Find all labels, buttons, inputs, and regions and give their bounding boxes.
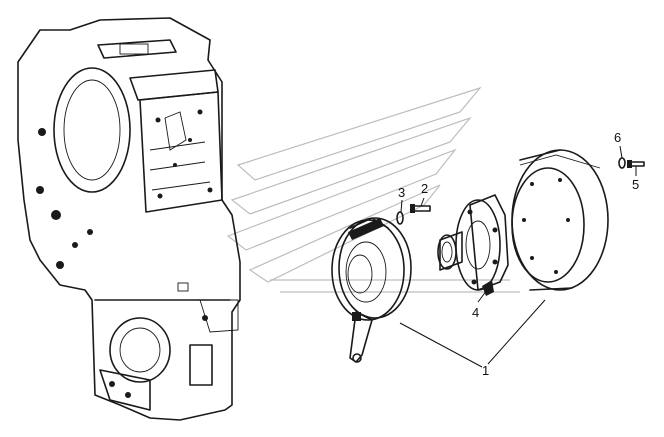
fastener-2-bolt	[410, 204, 431, 213]
callout-3: 3	[398, 185, 405, 200]
callout-2: 2	[421, 181, 428, 196]
gearbox-housing	[17, 17, 241, 421]
watermark-logo	[226, 86, 520, 293]
fastener-5-bolt	[627, 160, 645, 168]
fastener-6-washer	[618, 157, 626, 169]
brake-band-assembly	[331, 217, 412, 363]
hub-flange	[437, 194, 509, 296]
fastener-3-washer	[396, 211, 404, 225]
callout-4: 4	[472, 305, 479, 320]
callout-6: 6	[614, 130, 621, 145]
brake-drum	[511, 149, 609, 291]
callout-1: 1	[482, 363, 489, 378]
callout-5: 5	[632, 177, 639, 192]
leader-lines	[399, 145, 637, 368]
callout-labels: 1 2 3 4 5 6	[398, 130, 639, 378]
